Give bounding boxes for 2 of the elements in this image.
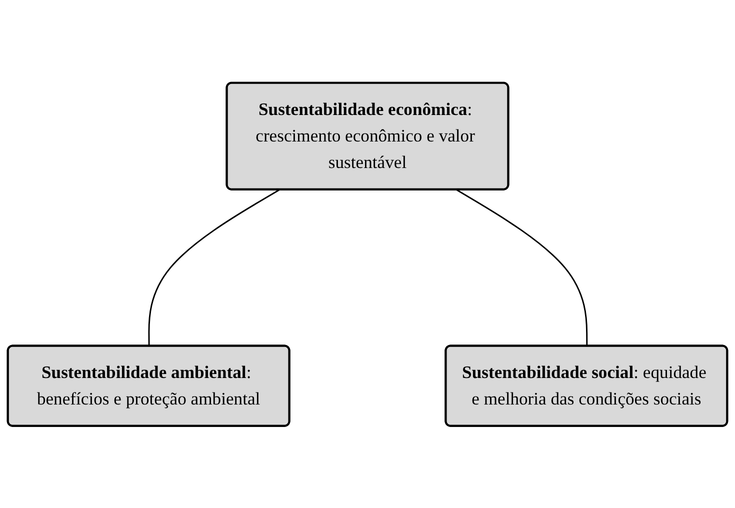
connector: [456, 188, 588, 346]
connector: [148, 188, 280, 346]
